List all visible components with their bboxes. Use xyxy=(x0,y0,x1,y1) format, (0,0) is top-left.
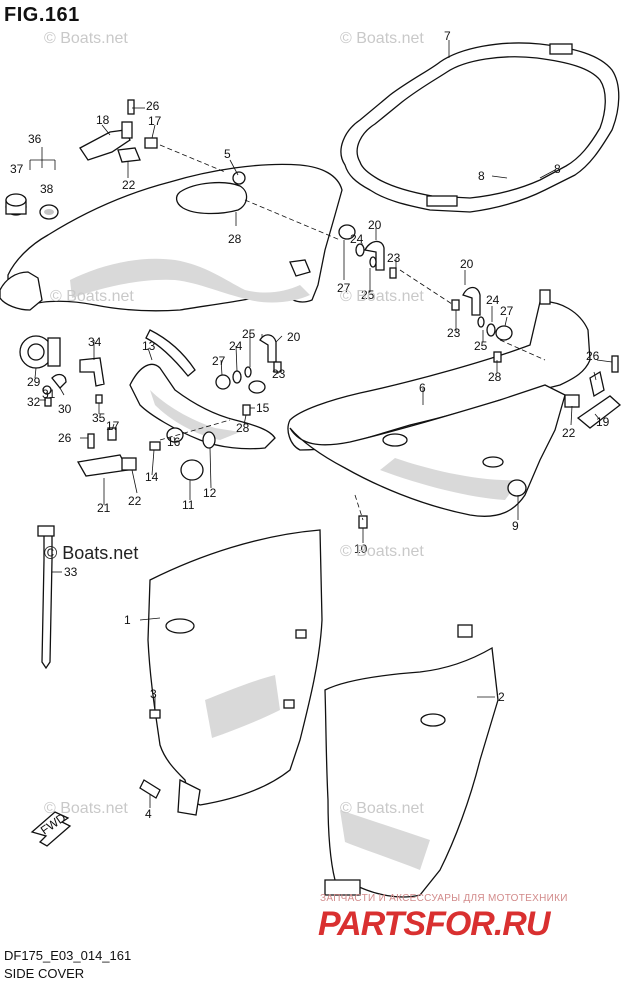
callout-20b: 20 xyxy=(460,257,474,271)
callout-9: 9 xyxy=(512,519,519,533)
callout-36: 36 xyxy=(28,132,42,146)
callout-11: 11 xyxy=(182,498,195,512)
callout-1: 1 xyxy=(124,613,131,627)
callout-6: 6 xyxy=(419,381,426,395)
callout-21: 21 xyxy=(97,501,111,515)
brand-logo: PARTSFOR.RU xyxy=(318,905,550,943)
watermark-text: © Boats.net xyxy=(340,288,424,305)
lower-left-hardware-parts xyxy=(19,334,282,481)
watermark-text: © Boats.net xyxy=(340,30,424,47)
callout-28c: 28 xyxy=(236,421,250,435)
callout-28b: 28 xyxy=(488,370,502,384)
callout-26a: 26 xyxy=(146,99,160,113)
callout-23a: 23 xyxy=(387,251,401,265)
forward-direction-marker xyxy=(30,811,72,847)
callout-4: 4 xyxy=(145,807,152,821)
right-lower-cover-part xyxy=(324,624,499,898)
callout-17b: 17 xyxy=(106,419,120,433)
callout-25c: 25 xyxy=(242,327,256,341)
assembly-lines xyxy=(159,144,546,521)
callout-12: 12 xyxy=(203,486,217,500)
callout-24c: 24 xyxy=(229,339,243,353)
top-latch-parts xyxy=(79,99,158,163)
callout-5: 5 xyxy=(224,147,231,161)
seal-ring-part xyxy=(340,42,620,213)
callout-17a: 17 xyxy=(148,114,162,128)
callout-35: 35 xyxy=(92,411,106,425)
callout-32: 32 xyxy=(27,395,41,409)
left-lower-cover-part xyxy=(147,529,323,816)
callout-22c: 22 xyxy=(562,426,576,440)
part-number-callouts: 1 2 3 4 5 6 7 8 8 9 10 11 12 13 14 15 16… xyxy=(10,29,610,838)
drawing-code: DF175_E03_014_161 xyxy=(4,948,132,963)
plug-and-bolt-parts xyxy=(358,515,368,529)
callout-15: 15 xyxy=(256,401,270,415)
callout-27c: 27 xyxy=(212,354,226,368)
callout-2: 2 xyxy=(498,690,505,704)
callout-23c: 23 xyxy=(272,367,286,381)
callout-27a: 27 xyxy=(337,281,351,295)
watermark-text: © Boats.net xyxy=(44,543,139,563)
callout-26c: 26 xyxy=(586,349,600,363)
callout-29: 29 xyxy=(27,375,41,389)
callout-34: 34 xyxy=(88,335,102,349)
callout-22a: 22 xyxy=(122,178,136,192)
callout-30: 30 xyxy=(58,402,72,416)
callout-20c: 20 xyxy=(287,330,301,344)
callout-25b: 25 xyxy=(474,339,488,353)
cable-tie-part xyxy=(37,525,55,670)
callout-37: 37 xyxy=(10,162,24,176)
callout-14: 14 xyxy=(145,470,159,484)
callout-19: 19 xyxy=(596,415,610,429)
watermark-text: © Boats.net xyxy=(340,543,424,560)
callout-22b: 22 xyxy=(128,494,142,508)
grommet-parts xyxy=(5,193,59,220)
figure-title: FIG.161 xyxy=(4,4,80,26)
brand-subtitle: ЗАПЧАСТИ И АКСЕССУАРЫ ДЛЯ МОТОТЕХНИКИ xyxy=(320,893,568,904)
callout-20a: 20 xyxy=(368,218,382,232)
callout-28a: 28 xyxy=(228,232,242,246)
callout-13: 13 xyxy=(142,339,156,353)
figure-caption: SIDE COVER xyxy=(4,966,85,981)
callout-18: 18 xyxy=(96,113,110,127)
watermark-text: © Boats.net xyxy=(44,30,128,47)
callout-8b: 8 xyxy=(554,162,561,176)
watermark-text: © Boats.net xyxy=(50,288,134,305)
watermark-text: © Boats.net xyxy=(44,800,128,817)
upper-rear-cover-part xyxy=(0,163,343,312)
callout-16: 16 xyxy=(167,435,181,449)
callout-23b: 23 xyxy=(447,326,461,340)
callout-26b: 26 xyxy=(58,431,72,445)
right-latch-parts xyxy=(564,355,622,429)
right-middle-hardware-parts xyxy=(451,286,513,363)
callout-31: 31 xyxy=(42,387,56,401)
upper-hardware-parts xyxy=(338,224,397,279)
callout-10: 10 xyxy=(354,542,368,556)
callout-24b: 24 xyxy=(486,293,500,307)
leader-lines xyxy=(29,40,613,808)
callout-38: 38 xyxy=(40,182,54,196)
callout-24a: 24 xyxy=(350,232,364,246)
watermark-text: © Boats.net xyxy=(340,800,424,817)
callout-33: 33 xyxy=(64,565,78,579)
callout-7: 7 xyxy=(444,29,451,43)
callout-8a: 8 xyxy=(478,169,485,183)
right-side-cover-part xyxy=(287,289,591,517)
callout-3: 3 xyxy=(150,687,157,701)
callout-25a: 25 xyxy=(361,288,375,302)
callout-27b: 27 xyxy=(500,304,514,318)
